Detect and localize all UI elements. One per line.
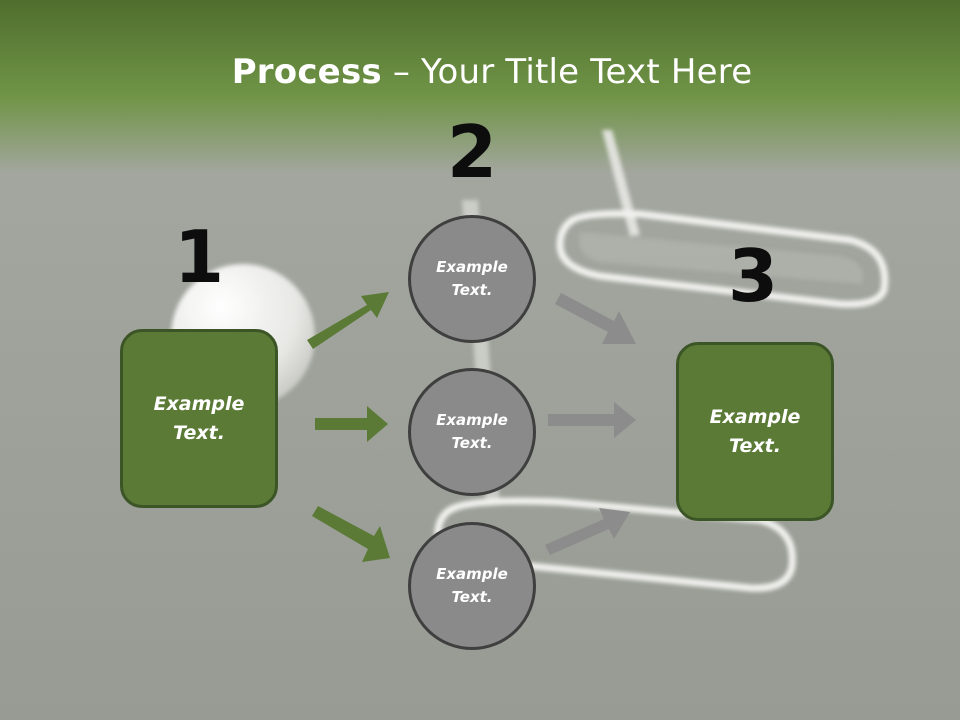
title-rest: – Your Title Text Here [381,52,753,92]
process-circle-bottom: Example Text. [408,522,536,650]
step-number-3: 3 [727,234,779,318]
step-number-1: 1 [173,215,225,299]
process-box-left: Example Text. [120,329,278,508]
title-bold: Process [231,52,382,92]
slide-title: Process – Your Title Text Here [0,52,960,92]
process-circle-middle: Example Text. [408,368,536,496]
step-number-2: 2 [446,110,498,194]
process-box-right: Example Text. [676,342,834,521]
process-circle-top: Example Text. [408,215,536,343]
